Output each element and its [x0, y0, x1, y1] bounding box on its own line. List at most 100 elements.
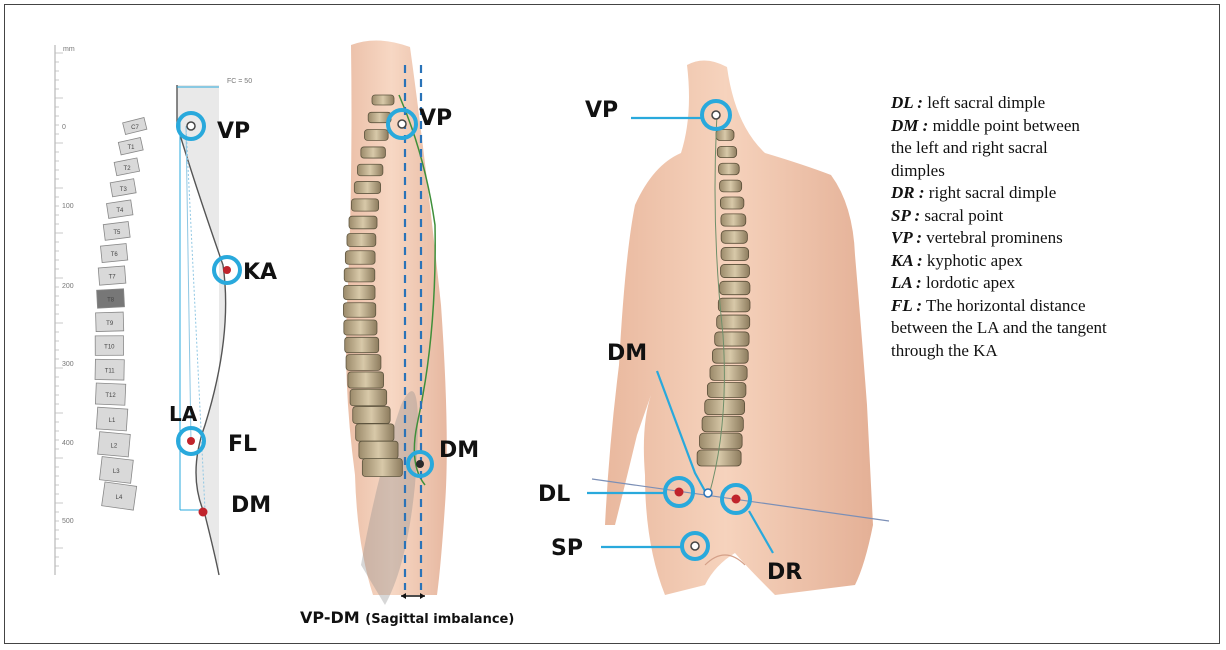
vertebra-label: C7	[131, 125, 139, 131]
legend-row: LA : lordotic apex	[891, 272, 1211, 295]
dr-label: DR	[767, 560, 802, 585]
vertebra-box: T5	[103, 222, 130, 241]
side-vertebra	[347, 233, 376, 246]
vertebra-label: T3	[120, 187, 128, 193]
legend-description: lordotic apex	[926, 273, 1015, 292]
side-vertebra	[361, 147, 386, 158]
side-vertebra	[350, 389, 387, 405]
side-vertebra	[356, 424, 394, 441]
vertebra-box: T6	[100, 244, 127, 263]
posterior-vertebra	[712, 349, 748, 363]
legend-term: LA :	[891, 273, 922, 292]
vertebra-label: T9	[106, 321, 114, 327]
ka-tangent-line	[186, 126, 191, 443]
ruler-tick-label: 400	[62, 440, 74, 447]
back-profile-shading	[177, 85, 226, 575]
side-vertebra	[353, 407, 390, 424]
la-label: LA	[169, 402, 198, 426]
legend-term: DR :	[891, 183, 925, 202]
legend-row: DR : right sacral dimple	[891, 182, 1211, 205]
vertebra-label: T4	[116, 208, 124, 214]
vertebra-box: T9	[96, 312, 124, 332]
vertebra-label: T2	[124, 166, 132, 172]
vertebra-box: L2	[98, 432, 131, 457]
legend-term: VP :	[891, 228, 922, 247]
vp-label-profile: VP	[217, 119, 250, 144]
vertebra-label: L1	[109, 418, 116, 424]
vertebra-box: T3	[110, 179, 136, 197]
posterior-vertebra	[707, 383, 746, 398]
vertebra-label: T12	[105, 393, 116, 399]
legend-row: VP : vertebral prominens	[891, 227, 1211, 250]
ka-marker	[214, 257, 240, 283]
vertebra-label: L2	[111, 443, 118, 449]
side-vertebra	[343, 303, 375, 318]
side-vertebra	[344, 285, 375, 299]
legend-term: KA :	[891, 251, 923, 270]
vertebra-label: L4	[116, 495, 123, 501]
ka-label: KA	[243, 260, 277, 285]
legend-row: DM : middle point between the left and r…	[891, 115, 1211, 183]
side-vertebra	[359, 441, 398, 459]
vertebra-label: L3	[113, 469, 120, 475]
vertebra-label: T5	[113, 230, 121, 236]
posterior-vertebra	[717, 146, 736, 157]
side-vertebra	[348, 372, 384, 388]
posterior-view-panel: VP DM DL SP DR	[538, 60, 889, 595]
caption-sub: (Sagittal imbalance)	[365, 612, 514, 627]
ruler-tick-label: 200	[62, 283, 74, 290]
posterior-vertebra	[710, 366, 747, 381]
side-vertebra	[344, 320, 377, 335]
side-vertebra	[344, 268, 375, 282]
posterior-vertebra	[721, 264, 750, 277]
vertebra-box: T12	[95, 383, 125, 405]
ruler-tick-label: 300	[62, 361, 74, 368]
legend-term: DL :	[891, 93, 923, 112]
side-vertebra	[362, 459, 402, 477]
vertebra-box: C7	[123, 118, 147, 135]
sp-label: SP	[551, 536, 583, 561]
posterior-vertebra	[720, 197, 743, 209]
side-vertebra	[351, 199, 378, 211]
ruler-unit-label: mm	[63, 46, 75, 53]
caption-main: VP-DM	[300, 608, 360, 627]
sagittal-3d-panel: VP DM	[343, 40, 479, 605]
posterior-vertebra	[718, 163, 739, 175]
fl-label: FL	[228, 432, 257, 457]
posterior-vertebra	[718, 298, 750, 312]
posterior-vertebra	[720, 281, 750, 294]
legend-row: SP : sacral point	[891, 205, 1211, 228]
vertebra-box: T4	[107, 200, 133, 218]
posterior-vertebra	[716, 130, 734, 141]
vertebra-box: T1	[118, 138, 143, 155]
side-vertebra	[364, 130, 388, 141]
vertebra-label: T8	[107, 298, 115, 304]
dm-label-back: DM	[607, 341, 647, 366]
side-vertebra	[346, 355, 381, 371]
vertebra-label: T7	[109, 275, 117, 281]
dm-label-side: DM	[439, 438, 479, 463]
vertebra-label: T6	[111, 252, 119, 258]
ruler-tick-label: 0	[62, 124, 66, 131]
dm-marker-profile	[199, 508, 208, 517]
legend-description: kyphotic apex	[927, 251, 1023, 270]
vertebra-box: T8	[97, 289, 125, 308]
vertebra-box: L3	[99, 457, 133, 484]
legend-row: KA : kyphotic apex	[891, 250, 1211, 273]
vp-label-side: VP	[419, 106, 452, 131]
vertebra-label: T10	[104, 345, 115, 351]
legend-description: The horizontal distance between the LA a…	[891, 296, 1107, 360]
posterior-vertebra	[697, 450, 741, 466]
vertebra-label: T11	[105, 369, 116, 375]
legend-description: vertebral prominens	[926, 228, 1062, 247]
posterior-vertebra	[721, 231, 747, 244]
posterior-vertebra	[721, 248, 749, 261]
side-vertebra	[354, 182, 380, 194]
vertebra-box: T10	[95, 336, 123, 356]
vertebra-box: L1	[96, 407, 128, 431]
vertebra-box: L4	[102, 482, 137, 510]
vertebra-label: T1	[127, 145, 135, 151]
